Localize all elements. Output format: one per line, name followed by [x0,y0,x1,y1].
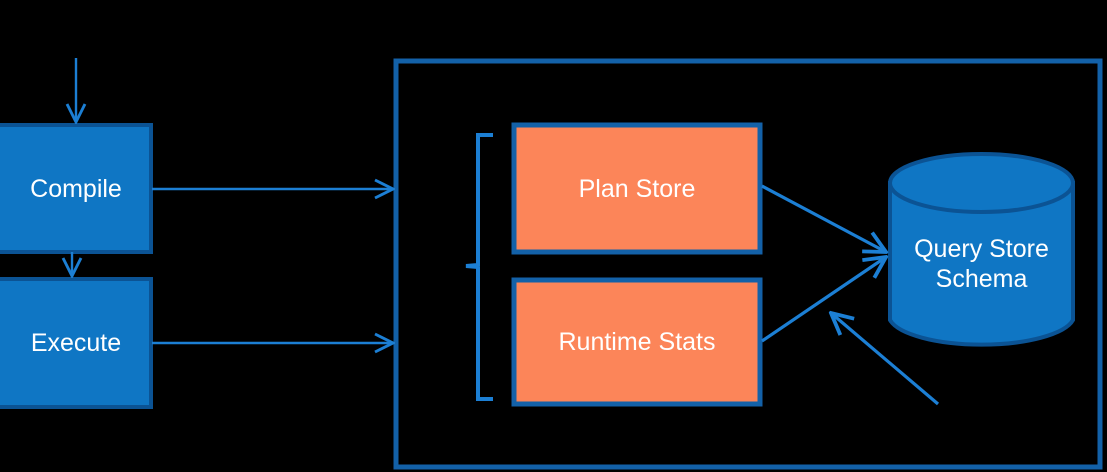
query-store-schema-cylinder[interactable] [888,152,1075,347]
connector-runtime-stats-to-schema [761,257,886,343]
compile-box[interactable] [0,123,153,254]
plan-store-box[interactable] [511,122,763,255]
connector-external-to-schema [831,313,940,406]
connector-plan-store-to-schema [761,184,886,252]
query-store-container [393,58,1103,470]
execute-box[interactable] [0,277,153,409]
runtime-stats-box[interactable] [511,277,763,407]
grouping-brace [465,133,493,401]
